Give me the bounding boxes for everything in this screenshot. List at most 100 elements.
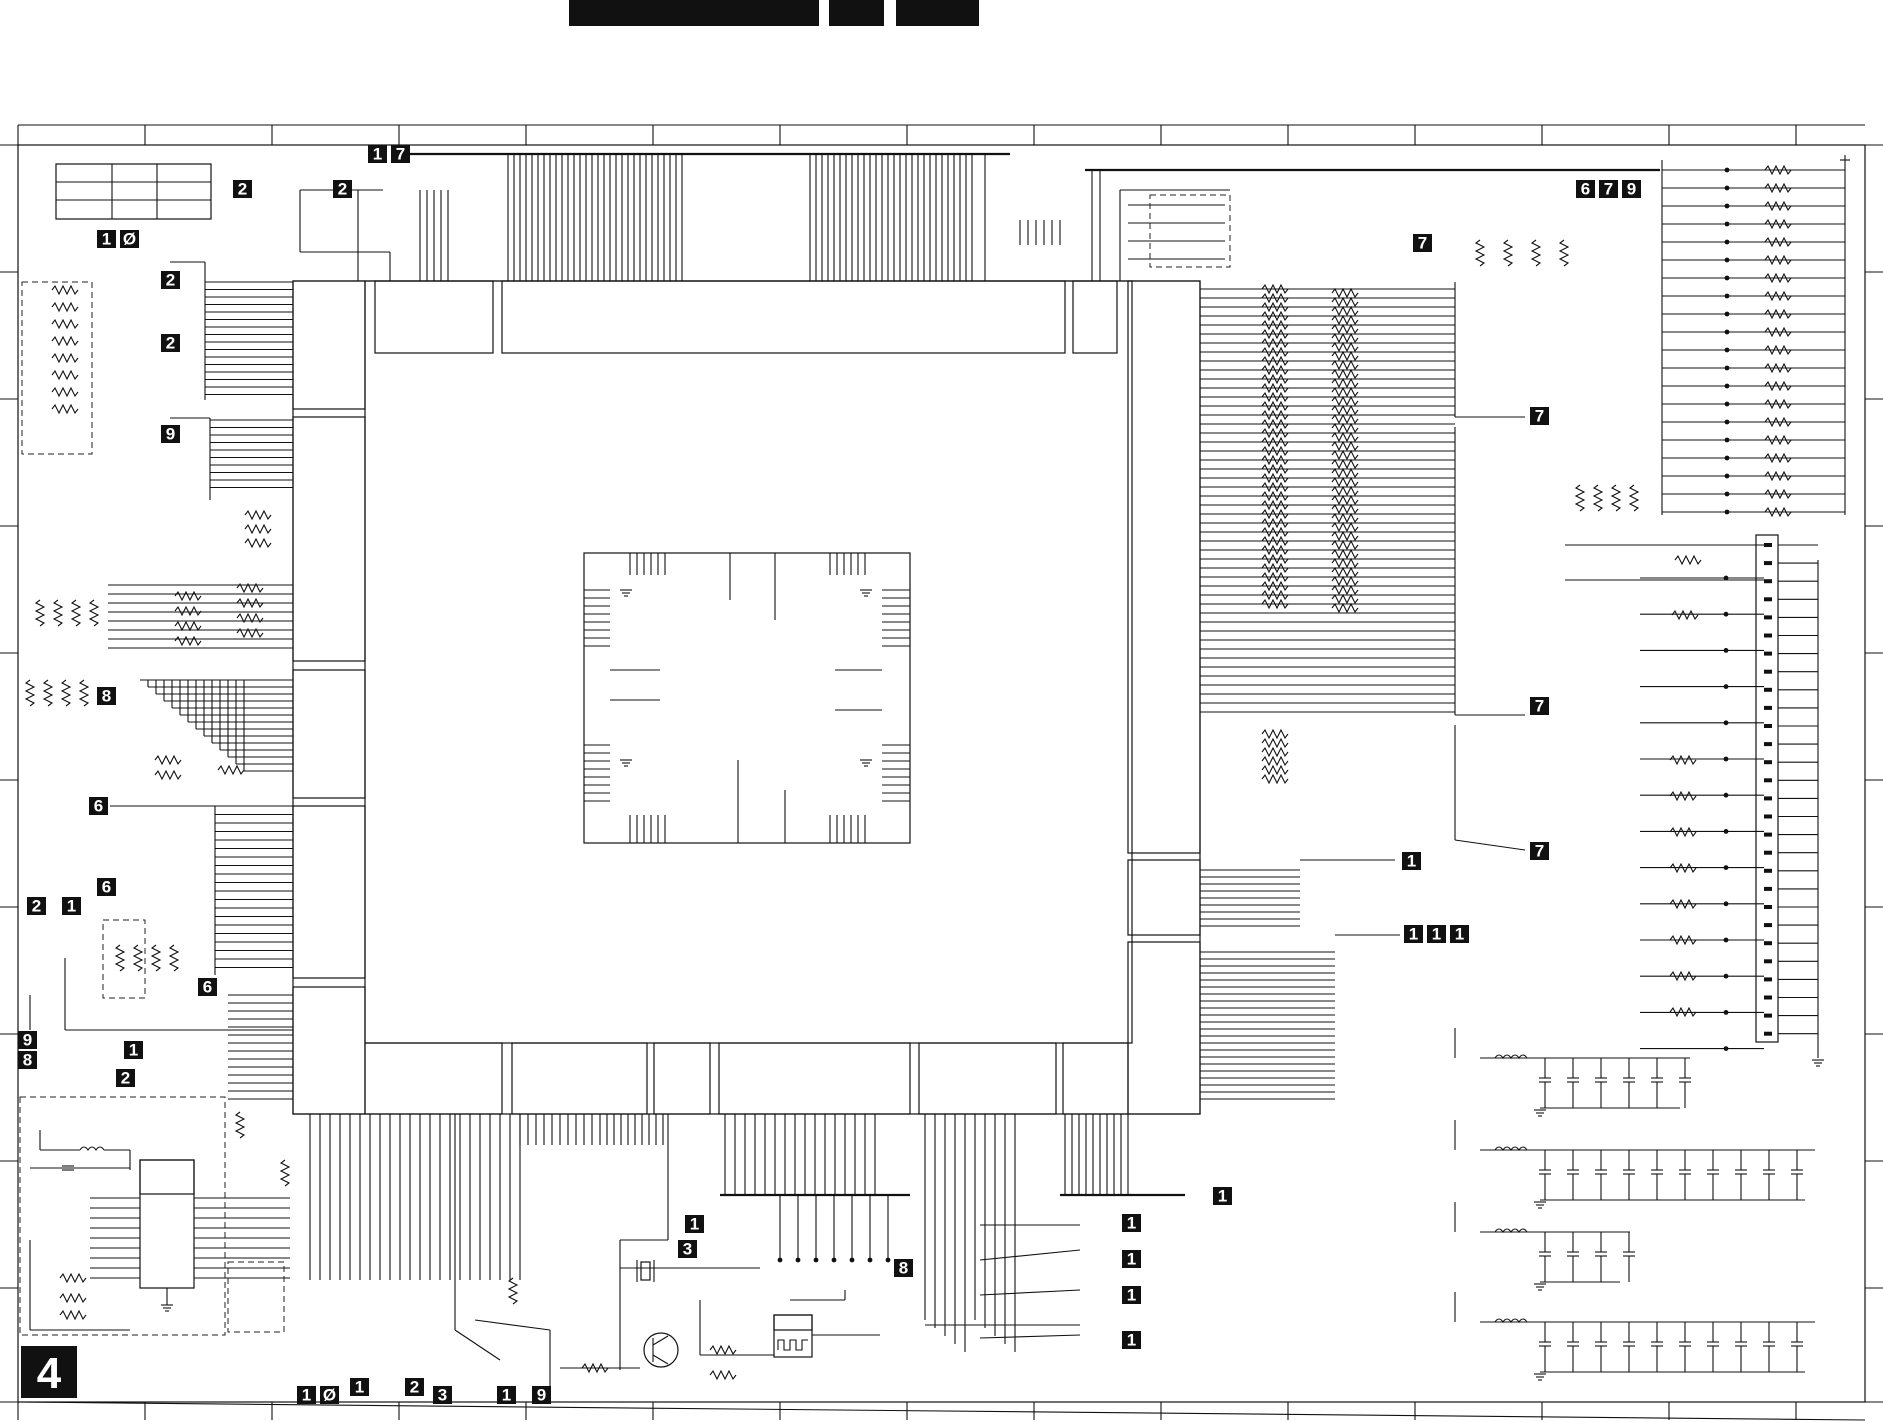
svg-text:3: 3: [438, 1386, 447, 1405]
capacitor-icon: [1707, 1169, 1719, 1175]
svg-text:8: 8: [899, 1259, 908, 1278]
resistor-icon: [1764, 326, 1792, 338]
connector-tag-bottom-1c: 1: [1122, 1250, 1141, 1269]
svg-text:2: 2: [32, 897, 41, 916]
svg-text:1: 1: [1127, 1214, 1136, 1233]
connector-tag-right-1: 1: [1402, 852, 1421, 871]
ground-icon: [620, 589, 632, 597]
resistor-icon: [1331, 341, 1359, 353]
resistor-icon: [1261, 373, 1289, 385]
capacitor-icon: [1763, 1341, 1775, 1347]
connector-tag-bottom-3: 3: [678, 1240, 697, 1259]
resistor-icon: [1261, 598, 1289, 610]
connector-tag-left-8: 8: [97, 687, 116, 706]
connector-tag-left-1b: 1: [124, 1041, 143, 1060]
resistor-icon: [236, 597, 264, 609]
resistor-icon: [244, 537, 272, 549]
resistor-icon: [174, 605, 202, 617]
svg-text:9: 9: [1627, 180, 1636, 199]
svg-text:2: 2: [338, 180, 347, 199]
resistor-icon: [1764, 290, 1792, 302]
connector-tag-right-7c: 7: [1530, 697, 1549, 716]
inductor-icon: [1494, 1318, 1528, 1323]
main-ic: [292, 280, 1201, 1115]
resistor-icon: [1331, 377, 1359, 389]
resistor-icon: [1331, 422, 1359, 434]
resistor-icon: [51, 318, 79, 330]
resistor-icon: [1764, 452, 1792, 464]
resistor-icon: [174, 590, 202, 602]
resistor-icon: [1331, 539, 1359, 551]
resistor-icon: [1331, 431, 1359, 443]
resistor-icon: [1261, 382, 1289, 394]
resistor-icon: [1764, 488, 1792, 500]
resistor-icon: [1261, 737, 1289, 749]
connector-tag-footer-9: 9: [532, 1386, 551, 1405]
ground-icon: [1534, 1283, 1546, 1291]
svg-text:1: 1: [102, 230, 111, 249]
resistor-icon: [1331, 494, 1359, 506]
svg-text:1: 1: [67, 897, 76, 916]
svg-text:1: 1: [690, 1215, 699, 1234]
resistor-icon: [1261, 553, 1289, 565]
resistor-icon: [234, 1111, 246, 1139]
connector-tag-bottom-1d: 1: [1122, 1286, 1141, 1305]
resistor-icon: [1610, 484, 1622, 512]
resistor-icon: [1530, 239, 1542, 267]
resistor-icon: [709, 1344, 737, 1356]
resistor-icon: [1331, 602, 1359, 614]
resistor-icon: [1261, 292, 1289, 304]
connector-tag-left-2a: 2: [161, 271, 180, 290]
resistor-icon: [70, 599, 82, 627]
inductor-icon: [1494, 1146, 1528, 1151]
resistor-icon: [1331, 287, 1359, 299]
svg-text:7: 7: [1535, 842, 1544, 861]
resistor-icon: [24, 679, 36, 707]
svg-text:1: 1: [1218, 1187, 1227, 1206]
capacitor-icon: [1791, 1169, 1803, 1175]
svg-text:1: 1: [502, 1386, 511, 1405]
resistor-icon: [59, 1292, 87, 1304]
resistor-icon: [1261, 391, 1289, 403]
connector-tag-bottom-1b: 1: [1122, 1214, 1141, 1233]
oscillator-module: [773, 1314, 813, 1358]
resistor-icon: [1261, 517, 1289, 529]
resistor-icon: [1331, 557, 1359, 569]
resistor-icon: [1331, 548, 1359, 560]
resistor-icon: [1669, 754, 1697, 766]
resistor-icon: [1261, 746, 1289, 758]
resistor-icon: [1261, 328, 1289, 340]
connector-tag-left-9: 9: [161, 425, 180, 444]
svg-text:7: 7: [1535, 697, 1544, 716]
resistor-icon: [1331, 296, 1359, 308]
svg-text:9: 9: [166, 425, 175, 444]
resistor-icon: [244, 509, 272, 521]
svg-text:8: 8: [102, 687, 111, 706]
resistor-icon: [1674, 554, 1702, 566]
resistor-icon: [1331, 368, 1359, 380]
page-number: 4: [37, 1349, 62, 1398]
resistor-icon: [1261, 346, 1289, 358]
connector-tag-left-2b: 2: [161, 334, 180, 353]
resistor-icon: [51, 352, 79, 364]
resistor-icon: [1261, 283, 1289, 295]
header-bar: [569, 0, 979, 26]
capacitor-icon: [1679, 1077, 1691, 1083]
svg-text:2: 2: [166, 334, 175, 353]
resistor-icon: [1331, 386, 1359, 398]
connector-tag-left-2c: 2: [116, 1069, 135, 1088]
ground-icon: [860, 589, 872, 597]
connector-tag-top-2b: 2: [333, 180, 352, 199]
resistor-array: [24, 239, 1702, 1381]
svg-text:3: 3: [683, 1240, 692, 1259]
resistor-icon: [51, 284, 79, 296]
svg-text:1: 1: [1127, 1250, 1136, 1269]
resistor-icon: [78, 679, 90, 707]
capacitor-icon: [1651, 1341, 1663, 1347]
resistor-icon: [42, 679, 54, 707]
capacitor-icon: [1539, 1341, 1551, 1347]
connector-tag-left-1: 1: [62, 897, 81, 916]
ground-icon: [161, 1304, 173, 1312]
resistor-icon: [1764, 164, 1792, 176]
